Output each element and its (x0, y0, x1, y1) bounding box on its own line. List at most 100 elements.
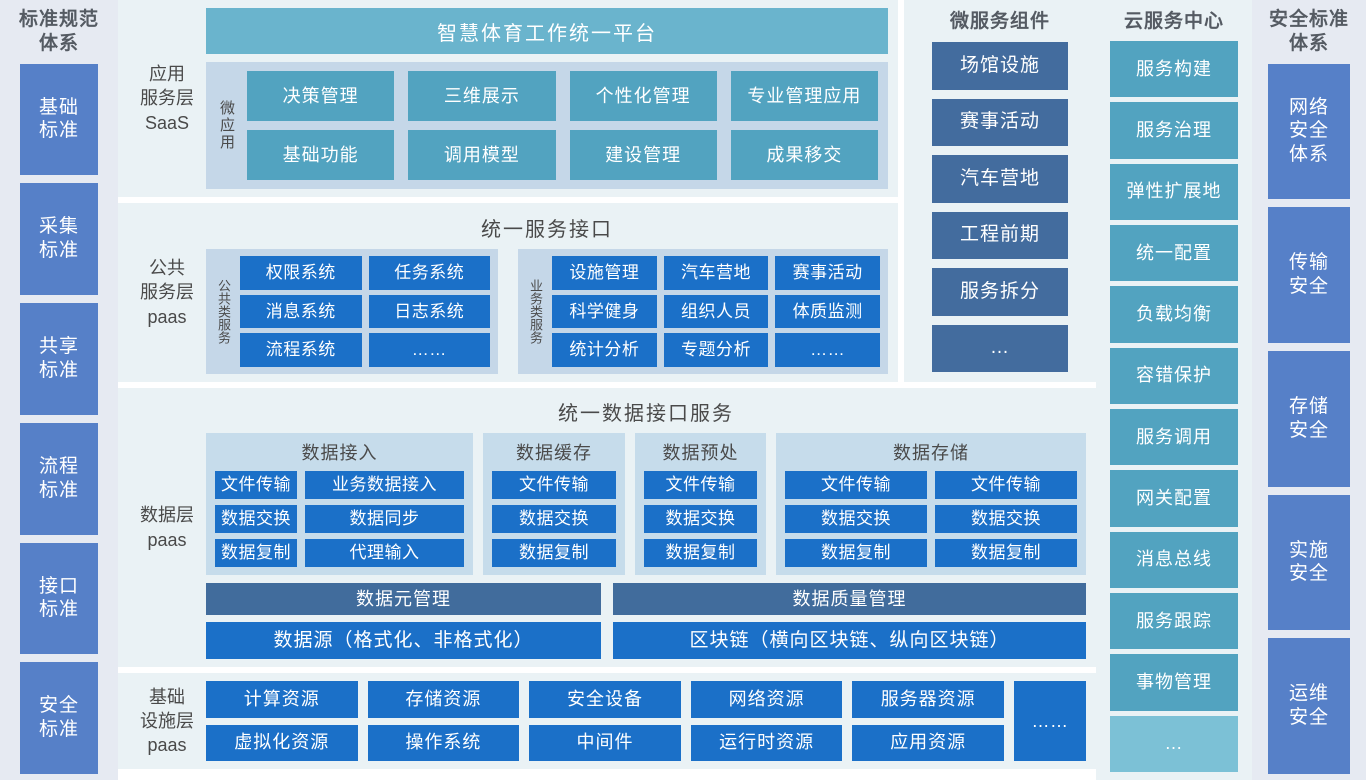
microservice-components-column: 微服务组件 场馆设施 赛事活动 汽车营地 工程前期 服务拆分 … (904, 0, 1096, 382)
infra-application-resource[interactable]: 应用资源 (852, 724, 1004, 761)
common-service-label: 公共类服务 (216, 279, 231, 344)
app-decision-management[interactable]: 决策管理 (247, 71, 395, 121)
infra-network-resource[interactable]: 网络资源 (690, 681, 843, 718)
app-basic-functions[interactable]: 基础功能 (247, 130, 395, 180)
ingest-data-replication[interactable]: 数据复制 (215, 539, 297, 567)
svc-organization-personnel[interactable]: 组织人员 (663, 294, 769, 329)
cloud-service-governance[interactable]: 服务治理 (1110, 102, 1238, 159)
infra-storage-resource[interactable]: 存储资源 (367, 681, 520, 718)
svc-statistical-analysis[interactable]: 统计分析 (552, 333, 657, 367)
infra-server-resource[interactable]: 服务器资源 (852, 681, 1004, 718)
app-model-invocation[interactable]: 调用模型 (408, 130, 556, 180)
svc-event-activity[interactable]: 赛事活动 (775, 256, 880, 290)
svc-rv-camp[interactable]: 汽车营地 (663, 256, 769, 290)
ingest-data-sync[interactable]: 数据同步 (305, 505, 464, 533)
metadata-column: 数据元管理 数据源（格式化、非格式化） (206, 583, 601, 659)
infra-more[interactable]: …… (1014, 681, 1086, 761)
cloud-service-tracing[interactable]: 服务跟踪 (1110, 592, 1238, 650)
storage-data-exchange-2[interactable]: 数据交换 (935, 505, 1077, 533)
rail-item-network-security[interactable]: 网络 安全 体系 (1268, 63, 1350, 200)
cloud-unified-config[interactable]: 统一配置 (1110, 224, 1238, 282)
svc-business-more[interactable]: …… (775, 333, 880, 367)
cloud-elastic-scaling[interactable]: 弹性扩展地 (1110, 163, 1238, 220)
cloud-transaction-management[interactable]: 事物管理 (1110, 654, 1238, 711)
rail-item-sharing-standard[interactable]: 共享标准 (20, 303, 98, 415)
cache-data-exchange[interactable]: 数据交换 (492, 505, 616, 533)
svc-common-more[interactable]: …… (368, 333, 490, 367)
data-storage-title: 数据存储 (893, 443, 969, 463)
ms-venue-facility[interactable]: 场馆设施 (932, 42, 1068, 90)
ms-rv-camp[interactable]: 汽车营地 (932, 155, 1068, 203)
metadata-management-bar[interactable]: 数据元管理 (206, 583, 601, 615)
infrastructure-pairs: 计算资源 存储资源 安全设备 网络资源 服务器资源 虚拟化资源 操作系统 中间件… (206, 681, 1004, 761)
cloud-gateway-config[interactable]: 网关配置 (1110, 470, 1238, 527)
ingest-data-exchange[interactable]: 数据交换 (215, 505, 297, 533)
infra-middleware[interactable]: 中间件 (529, 724, 681, 761)
rail-item-interface-standard[interactable]: 接口标准 (20, 542, 98, 655)
unified-service-interface-title: 统一服务接口 (481, 219, 613, 241)
storage-data-exchange-1[interactable]: 数据交换 (785, 505, 927, 533)
infra-security-device[interactable]: 安全设备 (529, 681, 681, 718)
cloud-load-balancing[interactable]: 负载均衡 (1110, 286, 1238, 343)
app-3d-display[interactable]: 三维展示 (408, 71, 556, 121)
svc-task-system[interactable]: 任务系统 (368, 256, 490, 290)
cloud-fault-tolerance[interactable]: 容错保护 (1110, 347, 1238, 404)
rail-item-security-standard[interactable]: 安全标准 (20, 662, 98, 774)
data-ingestion-title: 数据接入 (301, 443, 378, 463)
ms-service-split[interactable]: 服务拆分 (932, 268, 1068, 316)
cache-data-replication[interactable]: 数据复制 (492, 539, 616, 567)
cloud-service-invocation[interactable]: 服务调用 (1110, 408, 1238, 466)
ingest-agent-input[interactable]: 代理输入 (305, 539, 464, 567)
infra-virtualization-resource[interactable]: 虚拟化资源 (206, 724, 358, 761)
ingest-business-data[interactable]: 业务数据接入 (305, 471, 464, 499)
standards-rail: 标准规范 体系 基础标准 采集标准 共享标准 流程标准 接口标准 安全标准 (0, 0, 118, 780)
preprocess-data-exchange[interactable]: 数据交换 (644, 505, 757, 533)
application-layer-body: 智慧体育工作统一平台 微应用 决策管理 三维展示 个性化管理 专业管理应用 基础… (206, 8, 888, 189)
rail-item-transmission-security[interactable]: 传输安全 (1268, 207, 1350, 343)
svc-thematic-analysis[interactable]: 专题分析 (663, 333, 769, 367)
preprocess-file-transfer[interactable]: 文件传输 (644, 471, 757, 499)
data-management-bars: 数据元管理 数据源（格式化、非格式化） 数据质量管理 区块链（横向区块链、纵向区… (206, 583, 1086, 659)
app-construction-management[interactable]: 建设管理 (569, 130, 717, 180)
storage-data-replication-2[interactable]: 数据复制 (935, 539, 1077, 567)
rail-item-collection-standard[interactable]: 采集标准 (20, 183, 98, 295)
rail-item-operations-security[interactable]: 运维安全 (1268, 638, 1350, 775)
blockchain-bar[interactable]: 区块链（横向区块链、纵向区块链） (613, 622, 1086, 659)
ms-more[interactable]: … (932, 324, 1068, 372)
svc-physique-monitoring[interactable]: 体质监测 (775, 294, 880, 329)
ms-project-preliminary[interactable]: 工程前期 (932, 211, 1068, 259)
cache-file-transfer[interactable]: 文件传输 (492, 471, 616, 499)
cloud-service-build[interactable]: 服务构建 (1110, 41, 1238, 98)
svc-process-system[interactable]: 流程系统 (240, 333, 362, 367)
app-personalized-management[interactable]: 个性化管理 (569, 71, 717, 121)
svc-facility-management[interactable]: 设施管理 (552, 256, 657, 290)
data-cache-grid: 文件传输 数据交换 数据复制 (492, 471, 616, 567)
cloud-more[interactable]: … (1110, 715, 1238, 772)
app-professional-management[interactable]: 专业管理应用 (730, 71, 878, 121)
cloud-message-bus[interactable]: 消息总线 (1110, 531, 1238, 588)
app-deliverable-handover[interactable]: 成果移交 (730, 130, 878, 180)
svc-permission-system[interactable]: 权限系统 (240, 256, 362, 290)
data-layer-body: 统一数据接口服务 数据接入 文件传输 业务数据接入 数据交换 数据同步 数据复制… (206, 396, 1086, 659)
svc-log-system[interactable]: 日志系统 (368, 294, 490, 329)
preprocess-data-replication[interactable]: 数据复制 (644, 539, 757, 567)
data-ingestion-group: 数据接入 文件传输 业务数据接入 数据交换 数据同步 数据复制 代理输入 (206, 433, 473, 575)
ms-event-activity[interactable]: 赛事活动 (932, 98, 1068, 146)
svc-scientific-fitness[interactable]: 科学健身 (552, 294, 657, 329)
storage-file-transfer-2[interactable]: 文件传输 (935, 471, 1077, 499)
data-cache-title: 数据缓存 (516, 443, 592, 463)
data-source-bar[interactable]: 数据源（格式化、非格式化） (206, 622, 601, 659)
storage-file-transfer-1[interactable]: 文件传输 (785, 471, 927, 499)
storage-data-replication-1[interactable]: 数据复制 (785, 539, 927, 567)
rail-item-storage-security[interactable]: 存储安全 (1268, 350, 1350, 487)
rail-item-process-standard[interactable]: 流程标准 (20, 422, 98, 535)
infra-compute-resource[interactable]: 计算资源 (206, 681, 358, 718)
infra-runtime-resource[interactable]: 运行时资源 (690, 724, 843, 761)
rail-item-basic-standard[interactable]: 基础标准 (20, 63, 98, 176)
infra-operating-system[interactable]: 操作系统 (367, 724, 520, 761)
data-preprocess-title: 数据预处 (662, 443, 739, 463)
ingest-file-transfer[interactable]: 文件传输 (215, 471, 297, 499)
rail-item-implementation-security[interactable]: 实施安全 (1268, 494, 1350, 631)
data-quality-management-bar[interactable]: 数据质量管理 (613, 583, 1086, 615)
svc-message-system[interactable]: 消息系统 (240, 294, 362, 329)
